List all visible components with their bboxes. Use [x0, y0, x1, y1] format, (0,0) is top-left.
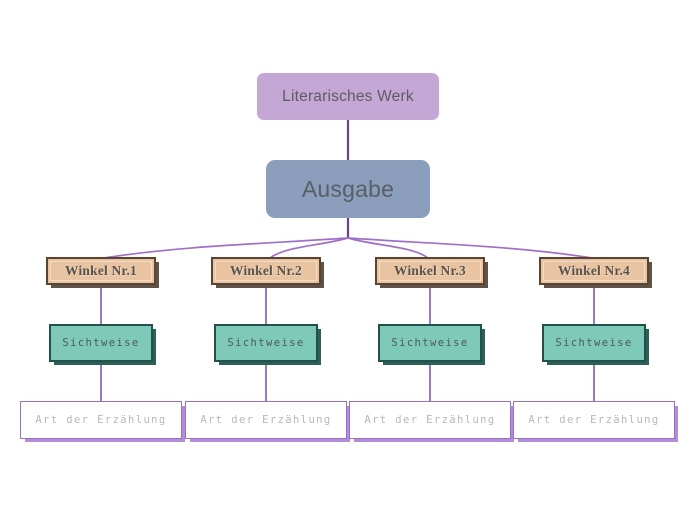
node-art-der-erzaehlung-2-label: Art der Erzählung [200, 414, 332, 426]
edge-fan-2 [269, 237, 349, 259]
node-sichtweise-2-label: Sichtweise [227, 337, 305, 349]
node-art-der-erzaehlung-1-label: Art der Erzählung [35, 414, 167, 426]
node-sichtweise-1-label: Sichtweise [62, 337, 140, 349]
edge-fan-1 [103, 237, 349, 259]
node-sichtweise-3[interactable]: Sichtweise [378, 324, 482, 362]
node-winkel-2-label: Winkel Nr.2 [230, 263, 302, 278]
edge-fan-3 [347, 237, 429, 259]
node-winkel-3-label: Winkel Nr.3 [394, 263, 466, 278]
edge-fan-4 [347, 237, 593, 259]
node-art-der-erzaehlung-3[interactable]: Art der Erzählung [349, 401, 511, 439]
node-sichtweise-1[interactable]: Sichtweise [49, 324, 153, 362]
node-ausgabe[interactable]: Ausgabe [266, 160, 430, 218]
node-winkel-4[interactable]: Winkel Nr.4 [539, 257, 649, 285]
node-art-der-erzaehlung-2[interactable]: Art der Erzählung [185, 401, 347, 439]
node-art-der-erzaehlung-4-label: Art der Erzählung [528, 414, 660, 426]
node-art-der-erzaehlung-1[interactable]: Art der Erzählung [20, 401, 182, 439]
node-winkel-1-label: Winkel Nr.1 [65, 263, 137, 278]
node-literarisches-werk[interactable]: Literarisches Werk [257, 73, 439, 120]
node-winkel-4-label: Winkel Nr.4 [558, 263, 630, 278]
node-sichtweise-2[interactable]: Sichtweise [214, 324, 318, 362]
node-winkel-3[interactable]: Winkel Nr.3 [375, 257, 485, 285]
node-winkel-1[interactable]: Winkel Nr.1 [46, 257, 156, 285]
node-sichtweise-4-label: Sichtweise [555, 337, 633, 349]
node-winkel-2[interactable]: Winkel Nr.2 [211, 257, 321, 285]
node-literarisches-werk-label: Literarisches Werk [282, 87, 414, 105]
node-sichtweise-3-label: Sichtweise [391, 337, 469, 349]
node-sichtweise-4[interactable]: Sichtweise [542, 324, 646, 362]
node-art-der-erzaehlung-3-label: Art der Erzählung [364, 414, 496, 426]
node-ausgabe-label: Ausgabe [301, 175, 395, 202]
node-art-der-erzaehlung-4[interactable]: Art der Erzählung [513, 401, 675, 439]
